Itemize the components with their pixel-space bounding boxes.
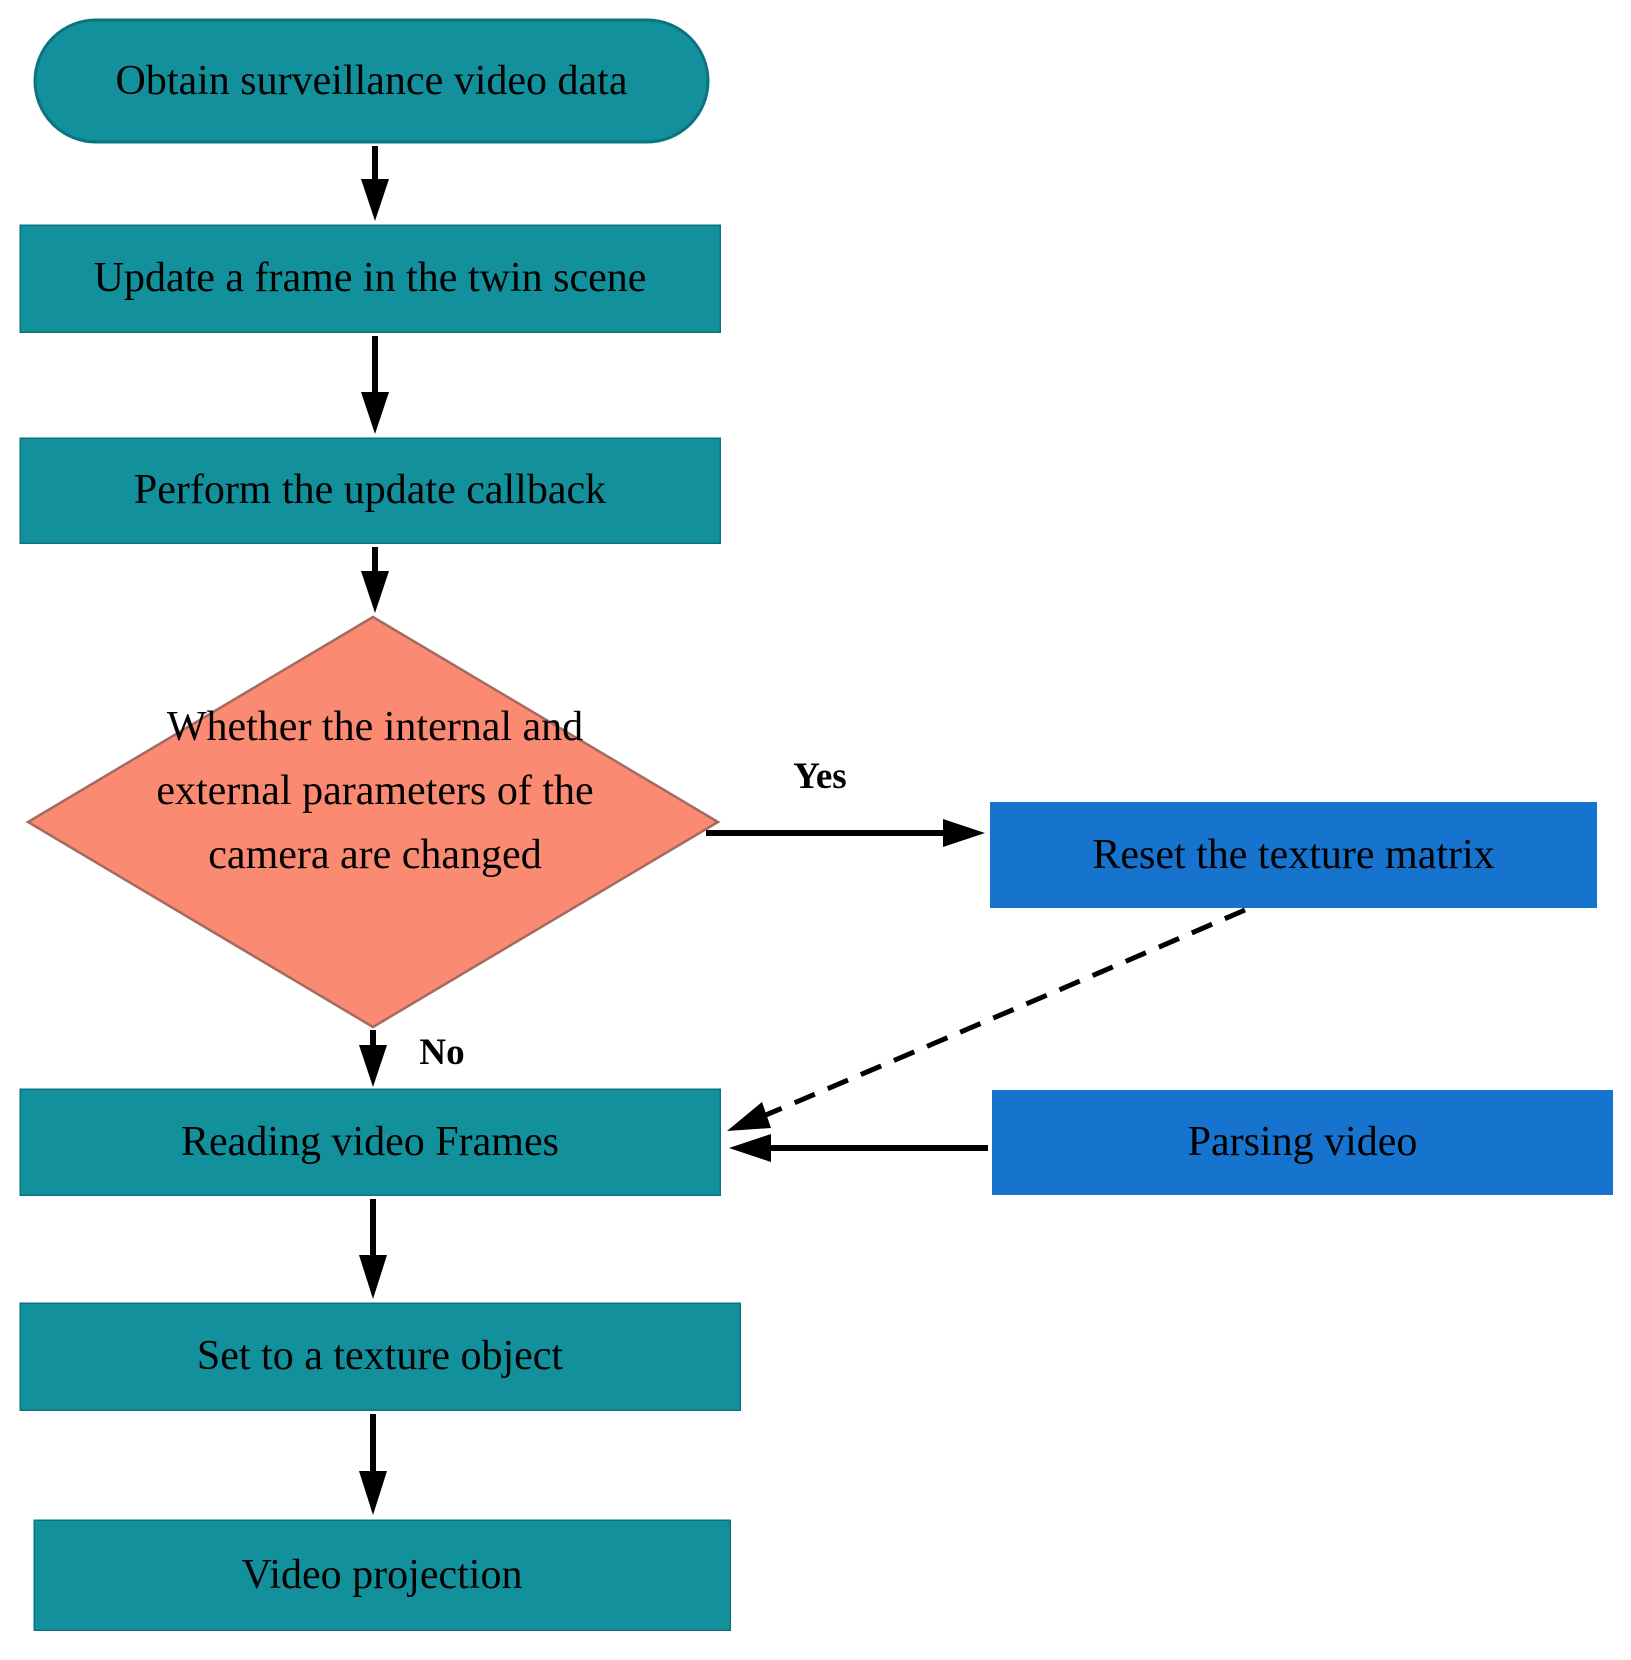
node-decision-shape: [25, 615, 721, 1029]
node-reading-shape: [19, 1088, 721, 1196]
arrowhead-set-to-projection: [359, 1471, 387, 1515]
node-reset-shape: [990, 802, 1597, 908]
node-reset-label: Reset the texture matrix: [1092, 831, 1495, 878]
decision-line-1: Whether the internal and: [166, 704, 584, 750]
node-decision-label: Whether the internal and external parame…: [85, 695, 665, 945]
flow-arrows: [359, 146, 1246, 1515]
node-parsing-label: Parsing video: [1187, 1119, 1418, 1166]
node-obtain-shape: [33, 18, 710, 144]
edge-label-no: No: [419, 1031, 465, 1073]
node-update-shape: [19, 224, 721, 333]
arrowhead-parsing-to-reading: [729, 1134, 771, 1162]
node-projection-label: Video projection: [241, 1551, 523, 1598]
node-set-texture-shape: [19, 1302, 741, 1411]
arrowhead-reading-to-set: [359, 1255, 387, 1299]
node-parsing-shape: [992, 1090, 1613, 1195]
arrowhead-obtain-to-update: [361, 179, 389, 221]
arrowhead-reset-to-reading: [727, 1102, 771, 1131]
node-update-label: Update a frame in the twin scene: [93, 255, 647, 302]
node-callback-label: Perform the update callback: [133, 467, 607, 514]
edge-label-yes: Yes: [793, 755, 847, 797]
decision-line-3: camera are changed: [208, 832, 542, 878]
node-obtain-label: Obtain surveillance video data: [115, 57, 628, 104]
arrowhead-update-to-callback: [361, 392, 389, 434]
arrowhead-decision-to-reading: [359, 1045, 387, 1087]
arrowhead-decision-to-reset: [943, 819, 985, 847]
arrowhead-callback-to-decision: [361, 571, 389, 613]
node-projection-shape: [33, 1519, 731, 1631]
node-reading-label: Reading video Frames: [181, 1118, 559, 1165]
node-callback-shape: [19, 437, 721, 544]
node-set-texture-label: Set to a texture object: [196, 1333, 564, 1380]
decision-line-2: external parameters of the: [156, 768, 594, 814]
